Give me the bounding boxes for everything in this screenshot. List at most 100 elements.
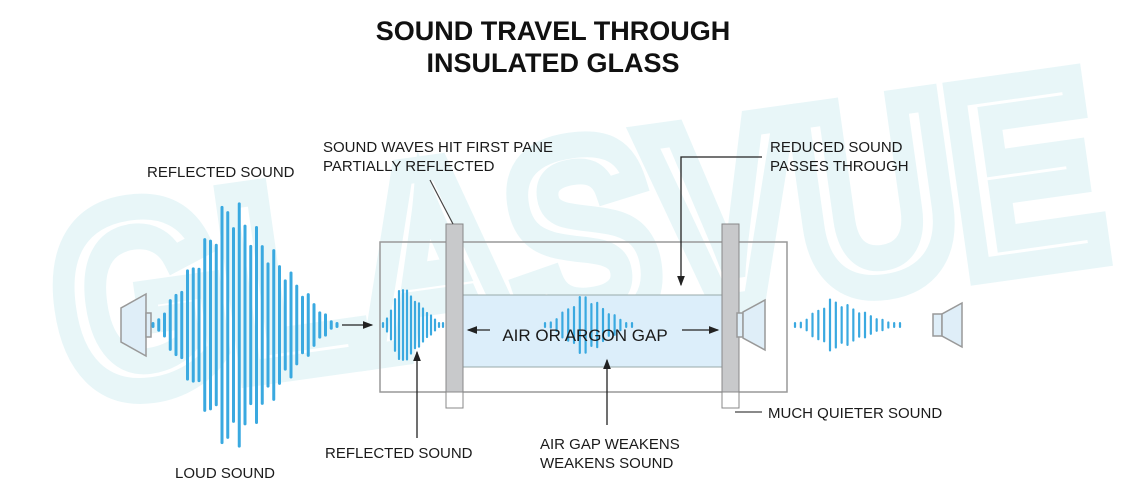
wave-bar	[811, 312, 814, 338]
wave-bar	[283, 279, 287, 371]
wave-bar	[437, 322, 441, 328]
wave-bar	[875, 318, 878, 332]
wave-bar	[385, 317, 389, 333]
wave-bar	[295, 284, 299, 366]
wave-bar	[793, 322, 797, 328]
wave-bar	[226, 211, 230, 439]
leader-reduced-sound	[677, 156, 762, 287]
wave-bar	[630, 322, 634, 328]
wave-bar	[272, 249, 276, 401]
wave-bar	[846, 304, 849, 346]
wave-bar	[157, 318, 161, 332]
wave-bar	[799, 321, 802, 329]
wave-bar	[863, 311, 867, 339]
wave-bar	[887, 321, 890, 329]
wave-bar	[301, 295, 304, 355]
wave-bar	[174, 293, 178, 357]
wave-bar	[555, 318, 558, 332]
wave-bar	[393, 298, 397, 352]
wave-bar	[397, 289, 401, 361]
wave-bar	[828, 298, 832, 352]
wave-bar	[318, 311, 322, 339]
wave-bar	[243, 224, 247, 426]
wave-bar	[433, 318, 437, 332]
wave-bar	[278, 265, 281, 385]
wave-bar	[567, 308, 570, 342]
title-line2: INSULATED GLASS	[426, 48, 679, 78]
label-weakens-1: AIR GAP WEAKENS	[540, 436, 680, 453]
wave-bar	[289, 271, 293, 379]
wave-bar	[266, 262, 270, 388]
label-reflected-sound-bottom: REFLECTED SOUND	[325, 445, 473, 462]
glass-unit-outline	[379, 241, 788, 393]
wave-bar	[163, 312, 166, 338]
wave-bar	[613, 314, 616, 336]
wave-bar	[584, 296, 587, 354]
label-reduced-2: PASSES THROUGH	[770, 158, 909, 175]
wave-bar	[180, 290, 184, 360]
wave-bar	[237, 202, 241, 448]
wave-bar	[249, 244, 253, 406]
wave-bar	[852, 308, 855, 342]
wave-bar	[232, 227, 235, 423]
wave-bar	[561, 311, 564, 339]
wave-bar	[197, 267, 201, 383]
wave-bar	[409, 295, 413, 355]
wave-bar	[805, 318, 808, 332]
watermark: GLASVUE	[23, 8, 1128, 467]
wave-bar	[191, 267, 195, 383]
wave-bar	[168, 299, 172, 351]
wave-bar	[625, 322, 628, 328]
title-line1: SOUND TRAVEL THROUGH	[376, 16, 731, 46]
sound-waves	[151, 202, 902, 448]
wave-bar	[429, 314, 433, 336]
glass-pane-1	[445, 223, 464, 409]
wave-bar	[607, 313, 610, 337]
wave-bar	[596, 301, 599, 349]
wave-bar	[441, 322, 445, 328]
wave-bar	[214, 243, 218, 407]
wave-bar	[220, 205, 224, 445]
wave-bar	[893, 322, 896, 328]
wave-bar	[312, 303, 316, 347]
wave-bar	[858, 312, 861, 338]
wave-bar	[329, 320, 333, 330]
label-quieter: MUCH QUIETER SOUND	[768, 405, 942, 422]
wave-bar	[881, 318, 884, 332]
label-first-pane-1: SOUND WAVES HIT FIRST PANE	[323, 139, 553, 156]
speaker-icon-inner	[736, 298, 766, 352]
label-weakens-2: WEAKENS SOUND	[540, 455, 674, 472]
label-reflected-sound-top: REFLECTED SOUND	[147, 164, 295, 181]
label-loud-sound: LOUD SOUND	[175, 465, 275, 480]
wave-bar	[840, 306, 843, 344]
label-reduced-1: REDUCED SOUND	[770, 139, 903, 156]
wave-bar	[203, 238, 207, 412]
wave-bar	[306, 293, 310, 357]
wave-bar	[405, 289, 409, 361]
leader-first-pane	[429, 179, 454, 225]
wave-bar	[324, 313, 327, 337]
wave-bar	[578, 296, 581, 354]
speaker-icon-source	[120, 292, 152, 358]
wave-bar	[255, 225, 258, 425]
wave-bar	[186, 269, 189, 381]
wave-bar	[601, 307, 605, 343]
wave-bar	[817, 309, 820, 341]
wave-bar	[417, 302, 421, 348]
wave-bar	[260, 245, 264, 405]
wave-bar	[209, 239, 212, 411]
wave-bar	[572, 306, 576, 344]
wave-bar	[425, 311, 429, 339]
wave-bar	[869, 315, 872, 335]
wave-bar	[898, 322, 902, 328]
wave-quiet	[793, 298, 902, 352]
wave-bar	[619, 318, 622, 332]
wave-in-gap	[543, 296, 634, 354]
label-first-pane-2: PARTIALLY REFLECTED	[323, 158, 495, 175]
label-gap: AIR OR ARGON GAP	[502, 326, 667, 345]
wave-bar	[834, 301, 837, 349]
wave-bar	[389, 309, 393, 341]
wave-bar	[823, 307, 826, 343]
wave-loud	[151, 202, 339, 448]
